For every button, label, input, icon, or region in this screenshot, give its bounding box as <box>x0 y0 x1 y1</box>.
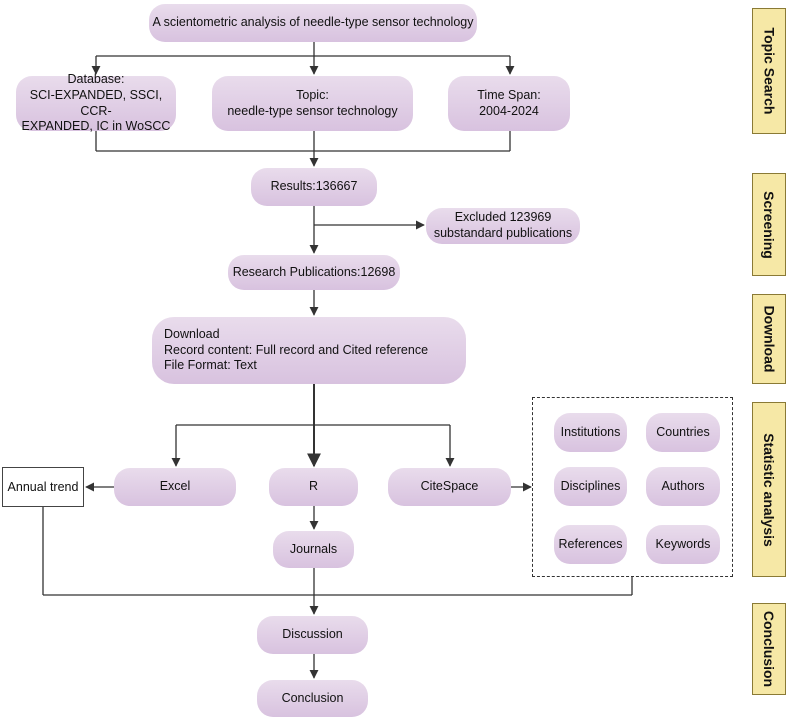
node-results: Results:136667 <box>251 168 377 206</box>
stage-conclusion: Conclusion <box>752 603 786 695</box>
node-disciplines: Disciplines <box>554 467 627 506</box>
node-citespace: CiteSpace <box>388 468 511 506</box>
stage-download-label: Download <box>761 305 778 373</box>
node-r: R <box>269 468 358 506</box>
stage-download: Download <box>752 294 786 384</box>
analysis-group <box>532 397 733 577</box>
stage-topic-search-label: Topic Search <box>761 27 778 115</box>
stage-screening-label: Screening <box>761 190 778 259</box>
stage-topic-search: Topic Search <box>752 8 786 134</box>
node-keywords: Keywords <box>646 525 720 564</box>
stage-statistic-analysis-label: Statistic analysis <box>761 432 777 547</box>
node-publications: Research Publications:12698 <box>228 255 400 290</box>
stage-conclusion-label: Conclusion <box>761 610 778 688</box>
node-institutions: Institutions <box>554 413 627 452</box>
node-authors: Authors <box>646 467 720 506</box>
node-conclusion: Conclusion <box>257 680 368 717</box>
node-topic: Topic: needle-type sensor technology <box>212 76 413 131</box>
node-title: A scientometric analysis of needle-type … <box>149 4 477 42</box>
node-database: Database: SCI-EXPANDED, SSCI, CCR- EXPAN… <box>16 72 176 133</box>
node-excluded: Excluded 123969 substandard publications <box>426 208 580 244</box>
node-countries: Countries <box>646 413 720 452</box>
node-download: Download Record content: Full record and… <box>152 317 466 384</box>
node-annual-trend: Annual trend <box>2 467 84 507</box>
node-timespan: Time Span: 2004-2024 <box>448 76 570 131</box>
stage-statistic-analysis: Statistic analysis <box>752 402 786 577</box>
node-discussion: Discussion <box>257 616 368 654</box>
stage-screening: Screening <box>752 173 786 276</box>
node-excel: Excel <box>114 468 236 506</box>
node-references: References <box>554 525 627 564</box>
node-journals: Journals <box>273 531 354 568</box>
